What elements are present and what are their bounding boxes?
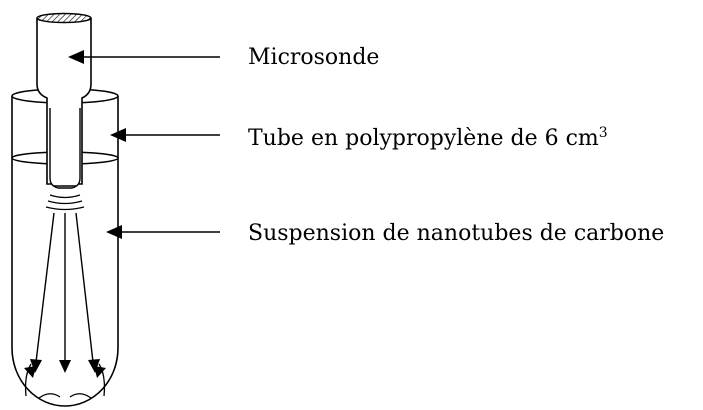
label-suspension: Suspension de nanotubes de carbone: [248, 221, 665, 246]
reflection-left-head: [24, 366, 36, 378]
ultrasound-wave-3: [45, 206, 85, 211]
microprobe-tip: [49, 108, 81, 189]
propagation-arrow-left: [35, 212, 55, 363]
pointer-tube-head: [110, 128, 126, 142]
ultrasound-wave-2: [47, 200, 83, 205]
test-tube-outline: [11, 96, 119, 407]
label-tube-text: Tube en polypropylène de 6 cm: [248, 126, 599, 151]
reflection-bottom-right: [69, 393, 92, 399]
label-tube: Tube en polypropylène de 6 cm3: [248, 126, 608, 150]
pointer-suspension-head: [106, 225, 122, 239]
label-microsonde: Microsonde: [248, 45, 380, 70]
label-tube-superscript: 3: [598, 125, 608, 141]
reflection-left: [24, 363, 32, 397]
reflection-bottom-left: [38, 393, 61, 399]
reflection-right: [98, 363, 106, 397]
pointer-microsonde-head: [68, 50, 84, 64]
microprobe-top-hatched: [36, 12, 92, 24]
propagation-arrow-right: [75, 212, 94, 363]
propagation-arrowhead-center: [59, 360, 71, 373]
ultrasound-wave-1: [49, 194, 81, 199]
reflection-right-head: [94, 366, 106, 378]
